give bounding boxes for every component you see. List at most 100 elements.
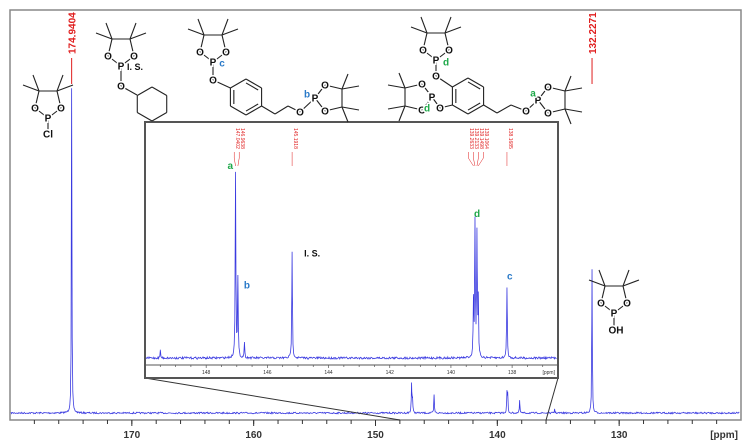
bond (564, 108, 572, 125)
bond (387, 105, 406, 110)
atom-label: P (118, 62, 125, 73)
bond (598, 269, 606, 287)
main-spectrum-line (10, 88, 740, 415)
atom-label: O (522, 107, 530, 118)
bond (314, 84, 326, 99)
bond (129, 22, 137, 40)
atom-label: O (597, 299, 605, 310)
bond (421, 83, 433, 98)
bond (324, 84, 343, 90)
zoom-connector-lines (144, 377, 559, 421)
atom-label: P (210, 58, 217, 69)
peak-label: 132.2271 (588, 12, 599, 54)
peak-assignment-label: b (244, 280, 250, 291)
peak-assignment-label: a (228, 161, 234, 172)
atom-label: O (419, 46, 427, 57)
bond (212, 51, 227, 63)
x-tick-label: 150 (367, 430, 384, 441)
bond (95, 32, 113, 40)
bond (564, 87, 583, 92)
bond (341, 73, 349, 90)
bond (245, 103, 259, 112)
bond (129, 32, 147, 40)
internal-standard-label: I. S. (127, 62, 143, 72)
bond (261, 105, 276, 115)
bond (341, 106, 360, 111)
atom-label: O (445, 46, 453, 57)
inset-peak-label-tick (237, 152, 240, 167)
inset-peak-label: 139.2633 (468, 128, 474, 149)
bond (422, 49, 437, 61)
inset-x-tick-label: 146 (263, 370, 272, 376)
bond (221, 34, 227, 53)
bond (421, 96, 433, 111)
inset-x-tick-label: 148 (202, 370, 211, 376)
x-tick-label: 160 (245, 430, 262, 441)
atom-label: P (535, 96, 542, 107)
bond (410, 26, 428, 34)
bond (187, 28, 205, 36)
bond (467, 81, 481, 90)
atom-label: O (117, 82, 125, 93)
bond (299, 97, 316, 113)
bond (245, 105, 262, 116)
inset-x-tick-label: 144 (324, 370, 333, 376)
bond (404, 105, 423, 111)
peak-assignment-label: c (507, 272, 513, 283)
bond (444, 32, 450, 51)
x-tick-label: 140 (489, 430, 506, 441)
bond (483, 104, 498, 114)
bond (525, 99, 539, 112)
inset-spectrum-line (145, 171, 557, 361)
atom-label: O (196, 48, 204, 59)
bond (47, 107, 62, 119)
bond (34, 107, 49, 119)
inset-peak-label: 138.1685 (507, 128, 513, 149)
bond (435, 75, 453, 88)
atom-label: d (424, 104, 430, 115)
bond (324, 106, 343, 112)
bond (431, 96, 441, 109)
inset-peak-label-tick (468, 152, 474, 167)
x-tick-label: 170 (123, 430, 140, 441)
bond (107, 55, 122, 67)
bond (230, 105, 247, 116)
atom-label: O (436, 104, 444, 115)
bond (129, 38, 135, 57)
atom-label: O (209, 76, 217, 87)
inset-peak-label-tick (476, 152, 479, 167)
bond (137, 112, 153, 122)
inset-peak-label-tick (233, 152, 236, 167)
bond (197, 18, 205, 36)
bond (120, 55, 135, 67)
bond (510, 104, 527, 112)
atom-label: c (219, 59, 225, 70)
atom-label: O (623, 299, 631, 310)
bond (537, 86, 549, 101)
bond (622, 285, 628, 304)
atom-label: P (611, 309, 618, 320)
bond (221, 18, 229, 36)
atom-label: O (418, 80, 426, 91)
bond (452, 77, 469, 88)
bond (199, 34, 205, 53)
peak-assignment-label: d (474, 209, 480, 220)
atom-label: O (544, 109, 552, 120)
atom-label: a (530, 89, 536, 100)
atom-label: O (222, 48, 230, 59)
atom-label: O (321, 81, 329, 92)
atom-label: O (544, 83, 552, 94)
bond (547, 86, 566, 92)
zoom-connector-left (144, 377, 400, 421)
atom-label: OH (609, 326, 624, 337)
bond (398, 105, 406, 122)
inset-peak-label: 139.1498 (478, 128, 484, 149)
peak-assignment-label: I. S. (304, 249, 320, 259)
inset-peak-label: 146.9638 (239, 128, 245, 149)
inset-peak-label: 147.0402 (234, 128, 240, 149)
atom-label: O (321, 107, 329, 118)
